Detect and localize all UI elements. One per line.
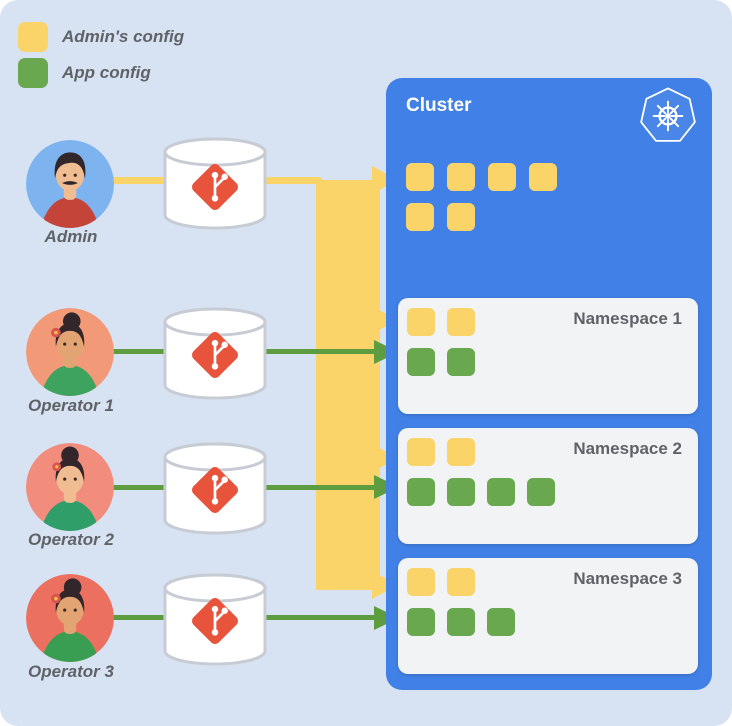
admin-config-square: [406, 203, 434, 231]
admin-config-square: [407, 438, 435, 466]
app-config-square: [487, 608, 515, 636]
operator-2-avatar: [26, 443, 114, 531]
admin-config-square: [447, 568, 475, 596]
app-config-square: [447, 478, 475, 506]
namespace-1-app-configs: [407, 348, 475, 376]
admin-config-square: [407, 308, 435, 336]
operator-3-avatar: [26, 574, 114, 662]
namespace-3-admin-configs: [407, 568, 475, 596]
operator-1-avatar: [26, 308, 114, 396]
app-config-square: [527, 478, 555, 506]
legend-item-app-config: App config: [18, 58, 151, 88]
cluster-title: Cluster: [406, 95, 472, 116]
admin-config-square: [447, 203, 475, 231]
actor-label-operator-2: Operator 2: [28, 530, 114, 549]
namespace-3-app-configs: [407, 608, 515, 636]
git-icon: [188, 328, 242, 382]
admin-avatar: [26, 140, 114, 228]
namespace-1-box: Namespace 1: [398, 298, 698, 414]
actor-label-operator-1: Operator 1: [28, 396, 114, 415]
actor-label-operator-3: Operator 3: [28, 662, 114, 681]
app-config-square: [407, 478, 435, 506]
namespace-2-box: Namespace 2: [398, 428, 698, 544]
app-config-square: [487, 478, 515, 506]
app-config-square: [407, 608, 435, 636]
kubernetes-icon: [637, 86, 699, 146]
legend-item-admin-config: Admin's config: [18, 22, 184, 52]
admin-config-flow-band: [316, 180, 380, 590]
cluster-config-row: [406, 203, 557, 231]
namespace-3-label: Namespace 3: [573, 569, 682, 588]
namespace-1-admin-configs: [407, 308, 475, 336]
app-config-swatch: [18, 58, 48, 88]
actor-label-admin: Admin: [44, 227, 98, 246]
app-config-square: [407, 348, 435, 376]
app-config-square: [447, 608, 475, 636]
legend-label: Admin's config: [62, 27, 185, 46]
namespace-3-box: Namespace 3: [398, 558, 698, 674]
namespace-2-admin-configs: [407, 438, 475, 466]
admin-config-square: [529, 163, 557, 191]
admin-config-square: [407, 568, 435, 596]
namespace-1-label: Namespace 1: [573, 309, 682, 328]
namespace-2-app-configs: [407, 478, 555, 506]
git-icon: [188, 463, 242, 517]
admin-config-square: [447, 308, 475, 336]
git-icon: [188, 594, 242, 648]
legend-label: App config: [62, 63, 151, 82]
app-config-square: [447, 348, 475, 376]
cluster-config-row: [406, 163, 557, 191]
admin-config-square: [406, 163, 434, 191]
git-icon: [188, 160, 242, 214]
cluster-config-squares: [406, 163, 557, 231]
admin-config-swatch: [18, 22, 48, 52]
admin-config-square: [447, 163, 475, 191]
namespace-2-label: Namespace 2: [573, 439, 682, 458]
admin-config-square: [447, 438, 475, 466]
admin-config-square: [488, 163, 516, 191]
